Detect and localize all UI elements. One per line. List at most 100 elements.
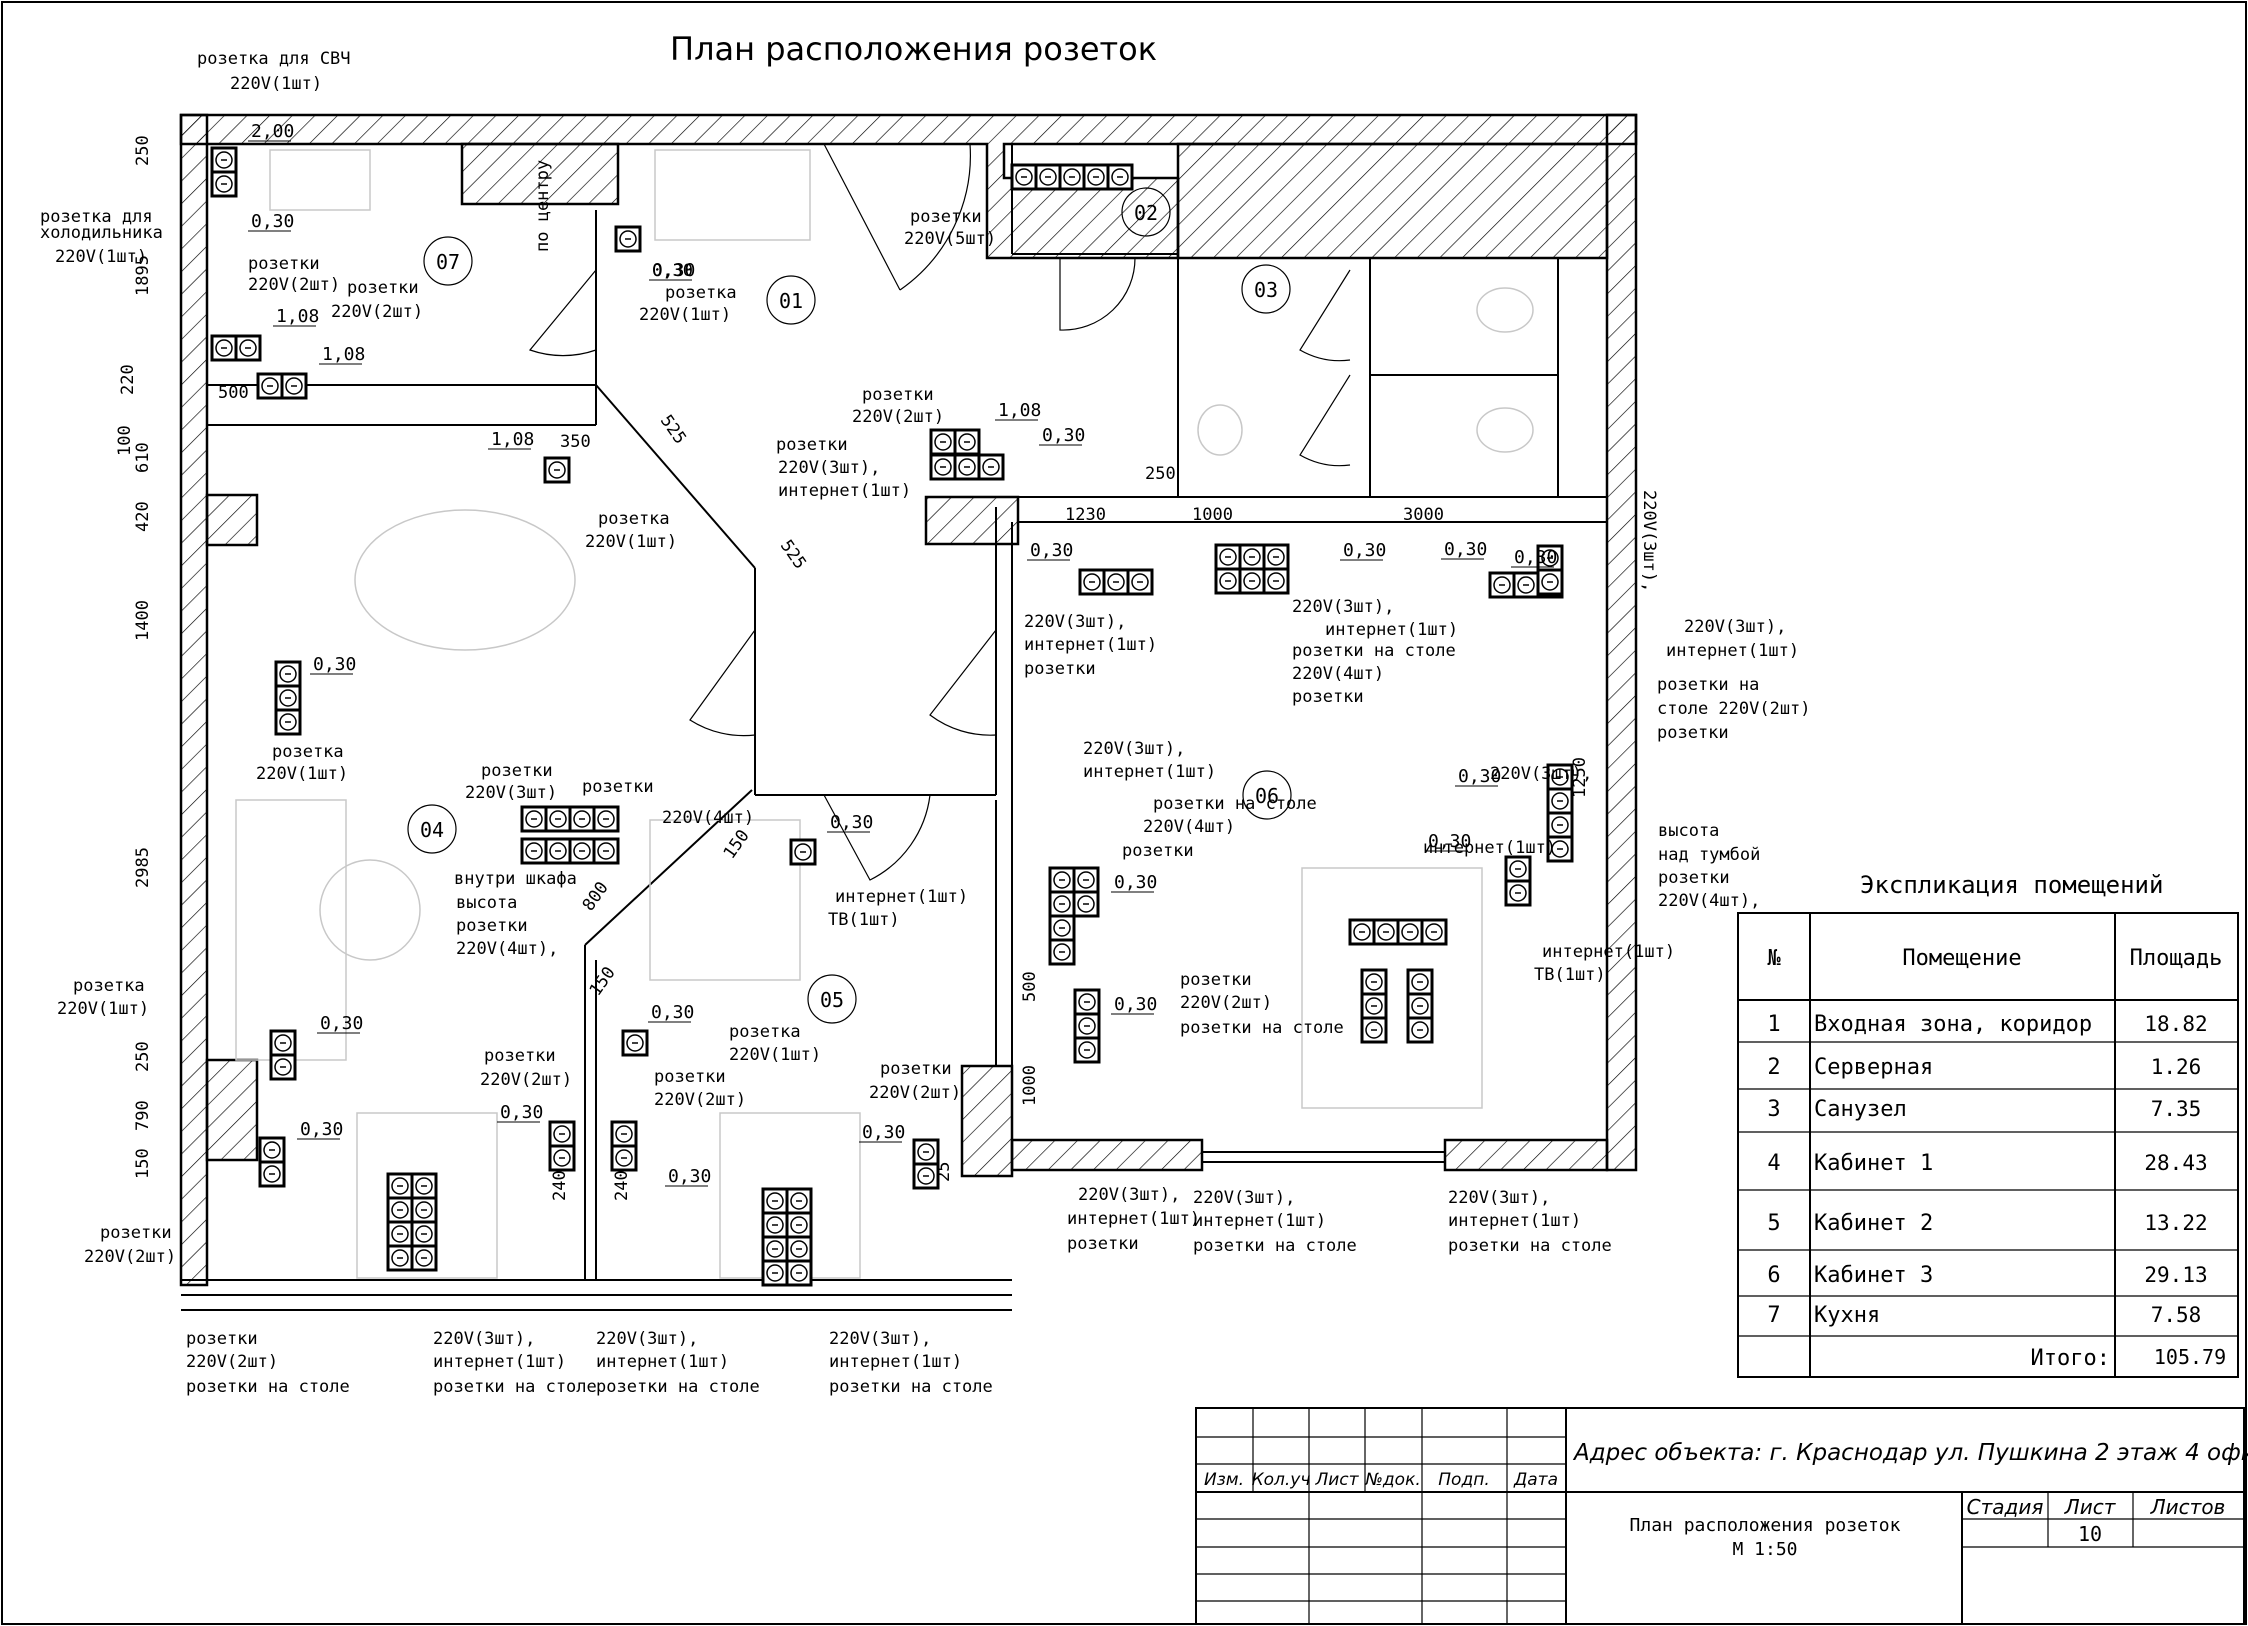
room-number-01: 01 [766,275,816,325]
svg-text:02: 02 [1134,201,1158,225]
svg-text:07: 07 [436,250,460,274]
socket-label-text: розетки на столе [1448,1236,1612,1256]
doors [528,143,1351,881]
dimension-value: 790 [133,1100,153,1131]
socket-label-text: 220V(1шт) [256,764,348,784]
room-number-04: 04 [407,804,457,854]
socket-label-text: 220V(2шт) [654,1090,746,1110]
socket-label-text: 220V(1шт) [230,74,322,94]
dimension-value: 1230 [1065,505,1106,525]
socket-label-text: 220V(1шт) [729,1045,821,1065]
socket-block [912,1138,940,1190]
stage-header: Стадия [1967,1495,2044,1519]
socket-block [614,225,642,253]
row-area: 13.22 [2144,1211,2207,1235]
total-label: Итого: [2031,1346,2110,1371]
socket-label-text: 220V(4шт) [1143,817,1235,837]
socket-label-text: розетки [484,1046,556,1066]
row-room-name: Входная зона, коридор [1814,1012,2092,1037]
socket-height: 0,30 [1114,872,1157,893]
socket-height: 0,30 [1042,425,1085,446]
socket-label-text: 220V(3шт), [596,1329,698,1349]
socket-height: 0,30 [500,1102,543,1123]
socket-height: 0,30 [830,812,873,833]
socket-height: 0,30 [251,211,294,232]
socket-label-text: розетки [186,1329,258,1349]
socket-block [1504,855,1532,907]
socket-label-text: 220V(2шт) [84,1247,176,1267]
dimension-value: 2985 [133,847,153,888]
socket-height: 1,08 [491,429,534,450]
socket-label-text: интернет(1шт) [1423,838,1556,858]
socket-block [256,372,308,400]
socket-label-text: по центру [533,160,553,252]
svg-text:04: 04 [420,818,444,842]
socket-label-text: интернет(1шт) [1083,762,1216,782]
sockets [210,146,1574,1287]
socket-label-text: розетки [481,761,553,781]
socket-label-text: розетка [598,509,670,529]
socket-label-text: 220V(3шт), [1083,739,1185,759]
socket-height: 0,30 [320,1013,363,1034]
svg-text:01: 01 [779,289,803,313]
socket-block [789,838,817,866]
row-room-name: Санузел [1814,1097,1907,1122]
row-area: 7.35 [2151,1097,2202,1121]
socket-label-text: розетка [272,742,344,762]
dimension-value: 3000 [1403,505,1444,525]
row-number: 1 [1767,1012,1780,1037]
sheets-header: Листов [2150,1495,2226,1519]
socket-height: 0,30 [313,654,356,675]
socket-label-text: интернет(1шт) [835,887,968,907]
dimension-value: 250 [133,135,153,166]
dimension-value: 25 [934,1162,954,1182]
socket-label-text: 220V(1шт) [585,532,677,552]
row-area: 1.26 [2151,1055,2202,1079]
socket-label-text: розетка [665,283,737,303]
socket-block [520,837,620,865]
socket-label-text: 220V(1шт) [639,305,731,325]
svg-text:05: 05 [820,988,844,1012]
socket-height: 0,30 [652,260,695,281]
socket-label-text: розетки [1292,687,1364,707]
row-room-name: Кабинет 3 [1814,1263,1933,1288]
dimension-value: 1000 [1192,505,1233,525]
dimension-value: 610 [133,442,153,473]
dimension-value: 500 [218,383,249,403]
socket-label-text: розетки [654,1067,726,1087]
row-number: 4 [1767,1151,1780,1176]
room-number-06: 06 [1242,770,1292,820]
row-number: 6 [1767,1263,1780,1288]
dimension-value: 220 [118,364,138,395]
partitions [181,144,1607,1311]
sheet-title: План расположения розеток [1630,1515,1901,1536]
socket-label-text: над тумбой [1658,845,1760,865]
socket-block [520,805,620,833]
socket-block [210,334,262,362]
socket-label-text: розетки на столе [829,1377,993,1397]
row-area: 7.58 [2151,1303,2202,1327]
socket-label-text: внутри шкафа [454,869,577,889]
socket-block [1360,968,1388,1044]
socket-label-text: розетки на столе [1180,1018,1344,1038]
title-block-col-header: Кол.уч [1252,1470,1311,1490]
dimension-value: 250 [1145,464,1176,484]
socket-label-text: 220V(3шт), [1024,612,1126,632]
room-number-02: 02 [1121,187,1171,237]
dimension-value: 150 [720,826,754,863]
row-room-name: Кухня [1814,1303,1880,1328]
dimension-value: 150 [133,1148,153,1179]
sheet-number: 10 [2078,1522,2102,1546]
socket-block [1072,866,1100,918]
row-number: 7 [1767,1303,1780,1328]
socket-block [1048,866,1076,966]
socket-height: 0,30 [1428,831,1471,852]
row-number: 5 [1767,1211,1780,1236]
socket-block [610,1120,638,1172]
